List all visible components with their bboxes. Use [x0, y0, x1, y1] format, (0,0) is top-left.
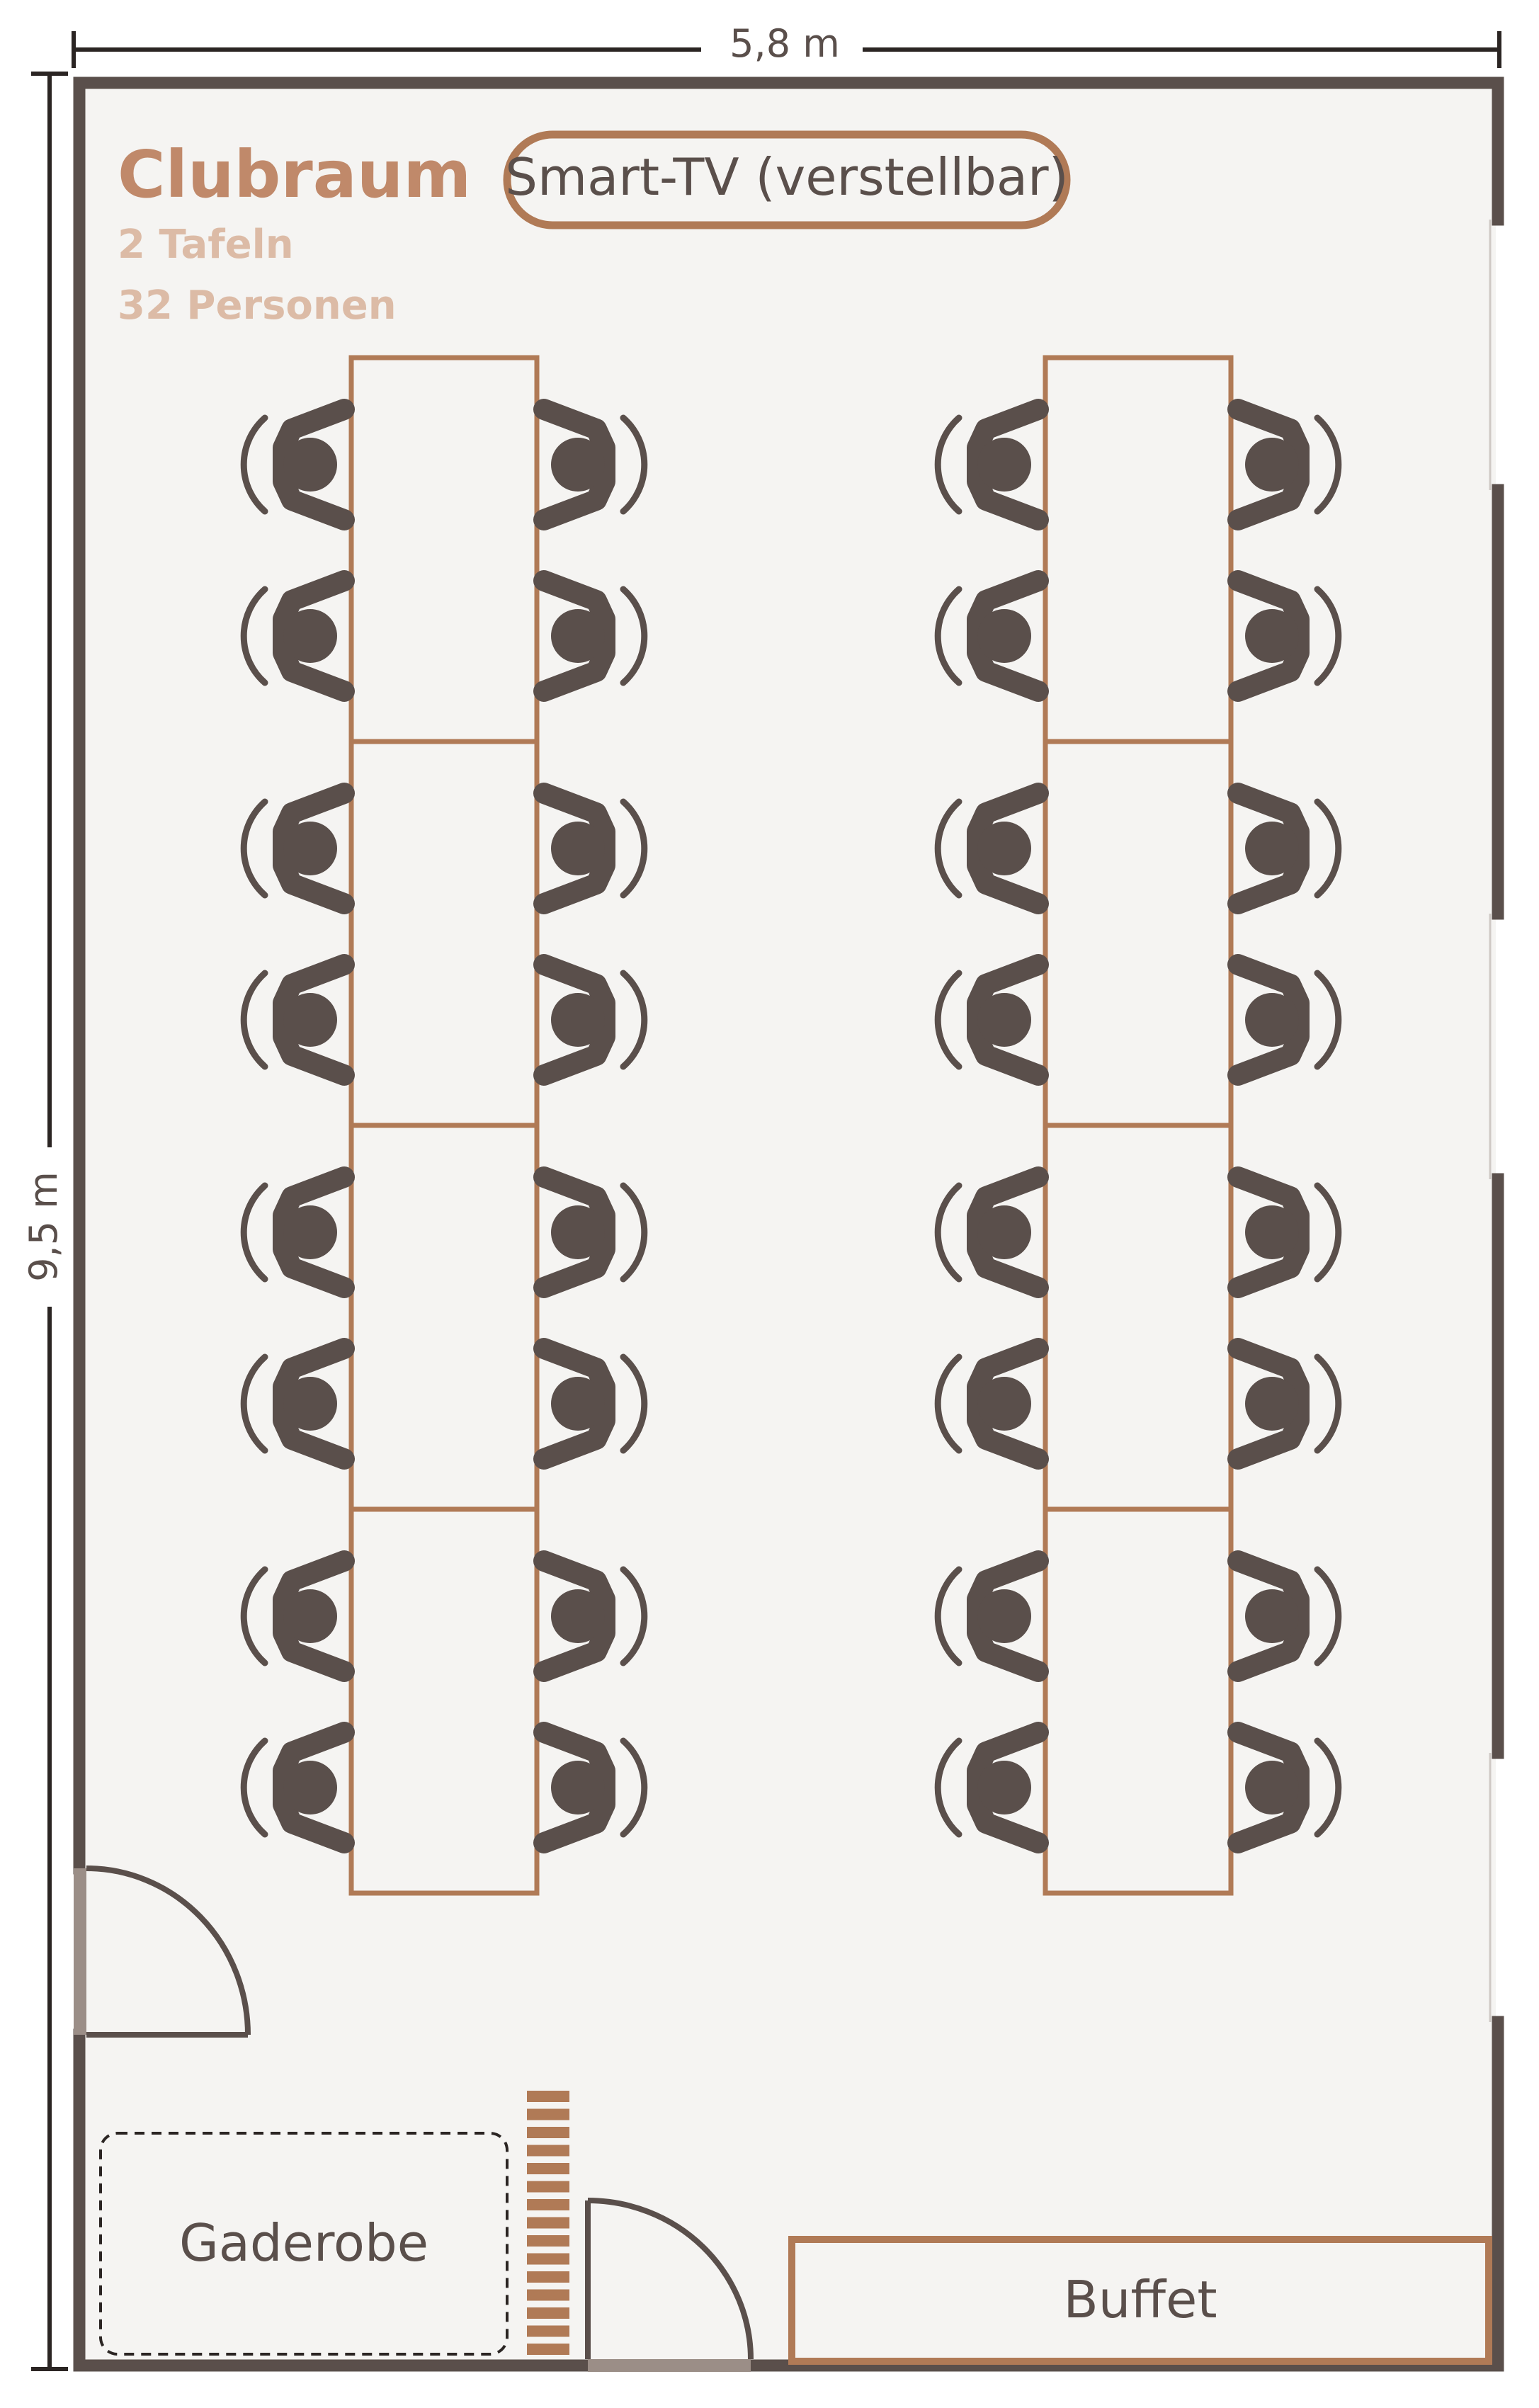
coat-rack-bar [527, 2199, 569, 2210]
room-title: Clubraum [118, 137, 471, 212]
table [348, 1506, 540, 1896]
length-label: 9,5 m [21, 1171, 66, 1282]
table [1043, 1506, 1234, 1896]
tables [348, 355, 1234, 1896]
buffet-label: Buffet [1063, 2270, 1217, 2329]
table [1043, 1123, 1234, 1512]
table [348, 355, 540, 744]
door-left [74, 1865, 251, 2038]
tv-label: Smart-TV (verstellbar) [505, 147, 1068, 207]
persons-count-label: 32 Personen [118, 283, 397, 329]
coat-rack-bar [527, 2307, 569, 2319]
coat-rack-bar [527, 2108, 569, 2120]
cloakroom-label: Gaderobe [179, 2213, 428, 2273]
coat-rack-bar [527, 2289, 569, 2301]
coat-rack-bar [527, 2325, 569, 2337]
width-label: 5,8 m [729, 21, 840, 66]
table [1043, 739, 1234, 1128]
coat-rack-bar [527, 2127, 569, 2138]
coat-rack-bar [527, 2163, 569, 2174]
smart-tv: Smart-TV (verstellbar) [503, 130, 1071, 229]
coat-rack-bar [527, 2181, 569, 2193]
width-dimension: 5,8 m [72, 21, 1501, 68]
table [1043, 355, 1234, 744]
coat-rack-bar [527, 2145, 569, 2157]
coat-rack-bar [527, 2271, 569, 2283]
table [348, 1123, 540, 1512]
table [348, 739, 540, 1128]
room-walls [73, 76, 1504, 2372]
cloakroom: Gaderobe [99, 2132, 509, 2356]
coat-rack [527, 2091, 569, 2355]
coat-rack-bar [527, 2091, 569, 2102]
length-dimension: 9,5 m [21, 72, 68, 2371]
door-bottom [585, 2198, 754, 2372]
coat-rack-bar [527, 2253, 569, 2265]
buffet: Buffet [788, 2236, 1492, 2365]
coat-rack-bar [527, 2235, 569, 2247]
coat-rack-bar [527, 2217, 569, 2229]
tables-count-label: 2 Tafeln [118, 222, 294, 268]
coat-rack-bar [527, 2344, 569, 2355]
